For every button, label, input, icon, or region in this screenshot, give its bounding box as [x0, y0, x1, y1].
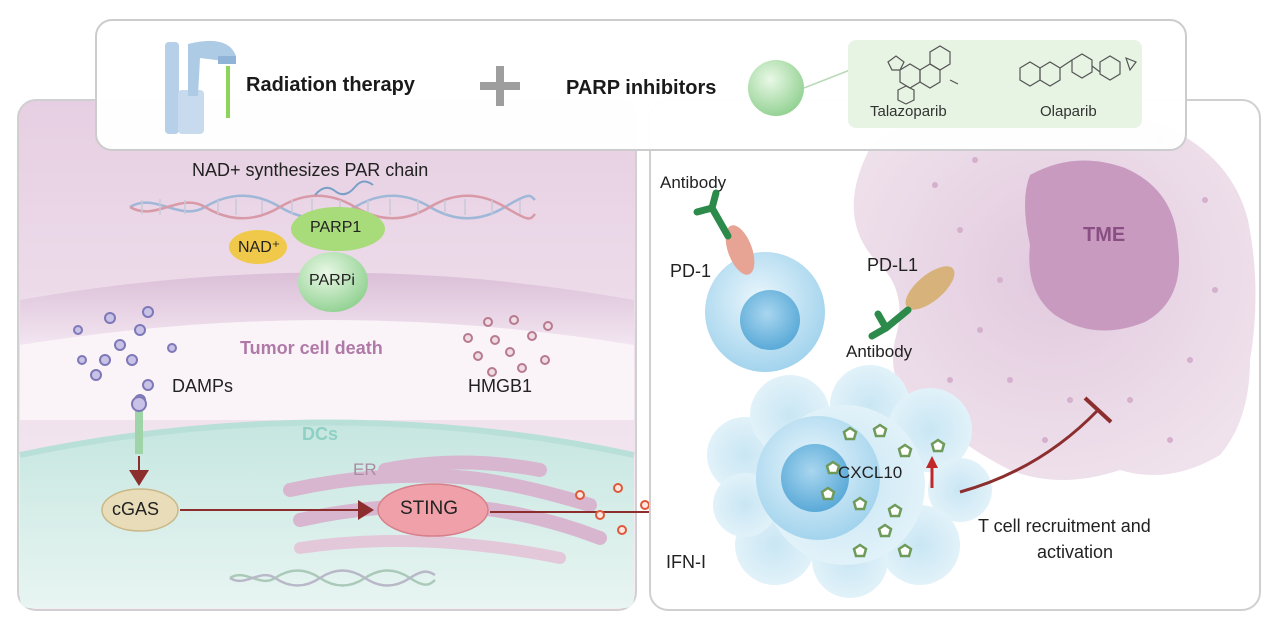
- pdl1-label: PD-L1: [867, 255, 919, 275]
- parp-inhibitor-ball: [748, 60, 804, 116]
- parpi-label: PARPi: [309, 272, 355, 289]
- pdl1-antibody: [868, 306, 912, 340]
- nad-synthesis-title: NAD+ synthesizes PAR chain: [192, 160, 429, 180]
- pdl1-ligand: [905, 266, 955, 310]
- sting-label: STING: [400, 498, 459, 519]
- tcell-recruitment-line1: T cell recruitment and: [978, 516, 1151, 536]
- cxcl10-chemokines: [820, 423, 946, 558]
- sting-node: [377, 483, 489, 537]
- pd1-receptor: [725, 225, 755, 275]
- parp-inhibitors-label: PARP inhibitors: [566, 77, 717, 99]
- parp-complex: [229, 207, 385, 312]
- par-chain: [314, 180, 374, 196]
- parp1-blob: [291, 207, 385, 251]
- t-cell-nucleus: [740, 290, 800, 350]
- radiation-therapy-label: Radiation therapy: [246, 74, 415, 96]
- tcell-recruitment-line2: activation: [1037, 542, 1114, 562]
- damps-label: DAMPs: [172, 376, 234, 396]
- tme-label: TME: [1083, 224, 1126, 246]
- antibody-mid-label: Antibody: [846, 342, 913, 361]
- parp1-label: PARP1: [310, 219, 362, 236]
- hmgb1-label: HMGB1: [468, 376, 533, 396]
- hmgb1-particles: [463, 315, 553, 377]
- olaparib-label: Olaparib: [1040, 103, 1097, 120]
- t-cell: [705, 252, 825, 372]
- inhibition-arrow: [959, 396, 1113, 494]
- plus-icon: [480, 66, 520, 106]
- tme-cell: [853, 106, 1256, 480]
- tme-nucleus: [1025, 160, 1180, 331]
- tumor-cell-death-label: Tumor cell death: [240, 338, 383, 358]
- cgas-node: [101, 488, 179, 532]
- dna-helix-bottom: [229, 569, 436, 587]
- dna-helix-top: [129, 194, 536, 220]
- talazoparib-structure: [887, 45, 959, 105]
- nad-label: NAD⁺: [238, 239, 281, 256]
- olaparib-structure: [1019, 53, 1137, 87]
- talazoparib-label: Talazoparib: [870, 103, 947, 120]
- cxcl10-up-arrow: [926, 456, 938, 488]
- antibody-top-label: Antibody: [660, 173, 727, 192]
- parpi-blob: [298, 252, 368, 312]
- radiation-device-icon: [165, 40, 236, 134]
- damp-receptor: [131, 396, 147, 454]
- cxcl10-label: CXCL10: [838, 463, 903, 482]
- pd1-label: PD-1: [670, 261, 712, 281]
- drug-structures-box: [848, 40, 1142, 128]
- ifn-label: IFN-I: [666, 552, 706, 572]
- pd1-antibody: [693, 189, 732, 240]
- nad-blob: [229, 230, 287, 264]
- cgas-label: cGAS: [112, 499, 160, 519]
- dcs-label: DCs: [302, 424, 339, 444]
- er-label: ER: [353, 460, 377, 479]
